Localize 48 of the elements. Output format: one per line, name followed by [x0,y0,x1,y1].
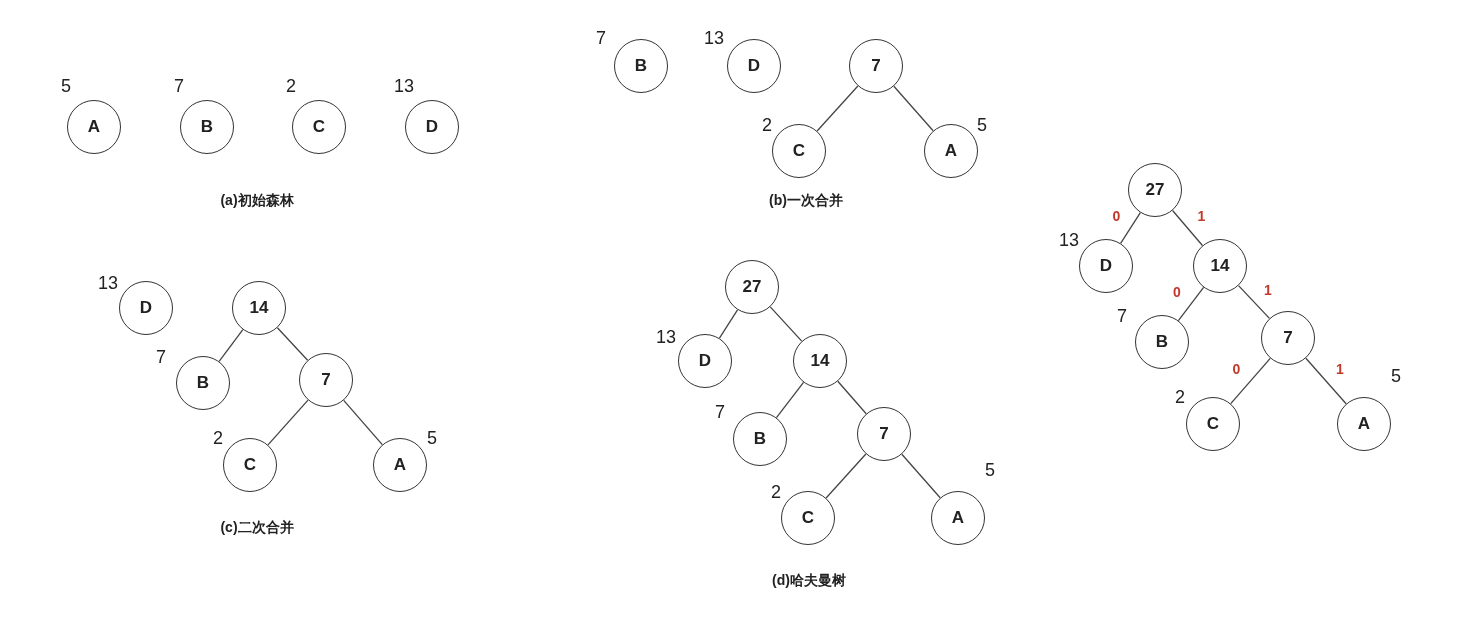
weight-label: 5 [1391,367,1401,385]
connector-line [825,453,867,499]
weight-label: 2 [213,429,223,447]
weight-label: 7 [596,29,606,47]
connector-line [1120,212,1141,244]
connector-line [769,306,803,342]
edge-label: 1 [1263,283,1273,297]
connector-line [218,329,244,362]
connector-line [267,399,309,446]
weight-label: 13 [98,274,118,292]
connector-line [276,327,309,361]
connector-line [837,380,867,415]
connector-line [1171,209,1204,247]
edge-label: 0 [1231,362,1242,376]
edge-label: 0 [1111,209,1122,223]
caption: (b)一次合并 [769,190,843,210]
weight-label: 13 [394,77,414,95]
weight-label: 5 [985,461,995,479]
caption: (d)哈夫曼树 [772,570,846,590]
weight-label: 13 [656,328,676,346]
weight-label: 2 [771,483,781,501]
weight-label: 5 [977,116,987,134]
weight-label: 13 [704,29,724,47]
weight-label: 2 [762,116,772,134]
weight-label: 5 [427,429,437,447]
weight-label: 5 [61,77,71,95]
caption: (c)二次合并 [220,517,294,537]
connector-line [775,381,805,419]
connector-line [893,85,934,132]
weight-label: 7 [174,77,184,95]
weight-label: 7 [156,348,166,366]
edge-label: 1 [1196,209,1207,223]
connector-line [1230,357,1271,405]
weight-label: 13 [1059,231,1079,249]
connector-line [1305,357,1347,405]
weight-label: 2 [286,77,296,95]
connector-line [718,309,739,339]
edge-label: 0 [1172,285,1182,299]
weight-label: 7 [1117,307,1127,325]
connector-line [343,399,383,446]
connector-line [816,85,859,132]
weight-label: 7 [715,403,725,421]
caption: (a)初始森林 [220,190,294,210]
connector-line [901,453,941,499]
weight-label: 2 [1175,388,1185,406]
edge-label: 1 [1335,362,1345,376]
connector-line [1177,286,1205,322]
connector-line [1237,285,1271,319]
